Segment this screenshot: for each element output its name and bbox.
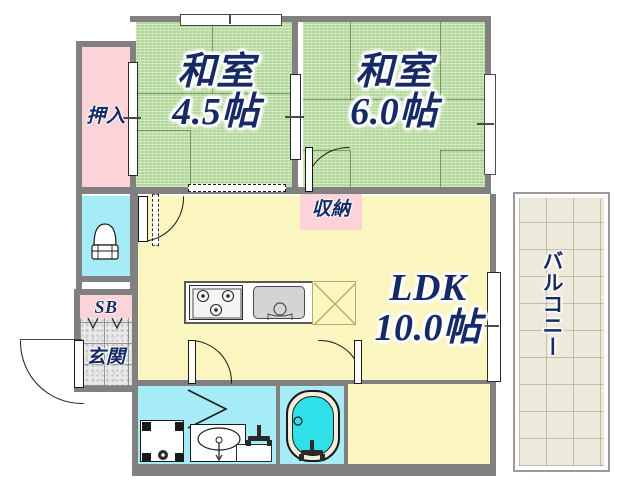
washroom-door-leaf[interactable]	[188, 340, 196, 384]
wall-bath-east	[344, 380, 348, 464]
label-genkan: 玄関	[86, 347, 126, 368]
wall-genkan-south	[74, 386, 138, 392]
window-north-washitsu-4-5[interactable]	[180, 14, 282, 26]
wall-toilet-top	[76, 187, 136, 194]
wall-west-outer	[76, 41, 82, 289]
room-ldk-lower	[345, 382, 490, 470]
balcony-sliding-door[interactable]	[487, 272, 501, 382]
label-shoe-box: SB	[94, 297, 118, 317]
shower-faucet	[246, 425, 272, 446]
wall-ldk-west	[132, 194, 138, 294]
window-mark	[477, 123, 493, 125]
wall-ldk-south-left	[132, 380, 347, 386]
oshiire-sliding-door[interactable]	[128, 62, 138, 176]
ldk-washitsu-door-leaf[interactable]	[354, 340, 362, 384]
refrigerator-space	[312, 281, 357, 326]
bathtub-faucet	[299, 440, 325, 461]
fusuma-mark	[285, 116, 304, 118]
tatami-seam	[303, 150, 350, 151]
tatami-seam	[350, 150, 351, 187]
room-washitsu-4-5	[136, 22, 292, 187]
slider-mark	[479, 325, 499, 327]
label-oshiire: 押入	[86, 106, 126, 127]
shoe-box-arrows	[87, 318, 123, 330]
label-washitsu-6-0-line1: 和室	[355, 51, 433, 93]
tatami-seam	[212, 22, 213, 94]
tatami-seam	[303, 99, 485, 100]
room-balcony	[519, 198, 604, 466]
kitchen-sink	[253, 286, 305, 320]
wall-genkan-north	[74, 289, 138, 295]
window-east-washitsu-6-0[interactable]	[484, 74, 496, 175]
label-balcony: バルコニー	[540, 250, 564, 358]
toilet-door-leaf[interactable]	[138, 196, 148, 242]
entrance-door[interactable]	[20, 340, 84, 404]
label-washitsu-4-5-line2: 4.5帖	[172, 91, 260, 133]
label-washitsu-6-0: 和室 6.0帖	[328, 52, 460, 132]
tatami-seam	[136, 130, 190, 131]
fusuma-washitsu-ldk[interactable]	[188, 184, 286, 192]
room-shoe-box	[80, 295, 132, 318]
tatami-seam	[440, 22, 441, 100]
label-washitsu-6-0-line2: 6.0帖	[350, 91, 438, 133]
tatami-seam	[190, 130, 191, 187]
bath-folding-door[interactable]	[186, 388, 230, 432]
wall-bath-south	[132, 464, 496, 476]
label-ldk-line1: LDK	[389, 267, 467, 309]
label-washitsu-4-5-line1: 和室	[177, 51, 255, 93]
washer-pan	[140, 420, 184, 462]
wall-bath-west	[132, 380, 138, 476]
wall-genkan-east	[132, 289, 138, 392]
tatami-seam	[350, 22, 351, 100]
toilet-bowl	[89, 218, 121, 268]
wall-bath-divider	[276, 386, 280, 464]
entrance-door-head	[20, 339, 82, 341]
label-ldk-line2: 10.0帖	[374, 307, 482, 349]
entrance-door-leaf[interactable]	[74, 340, 84, 388]
tatami-seam	[440, 150, 485, 151]
label-ldk: LDK 10.0帖	[360, 268, 496, 348]
tatami-seam	[136, 93, 292, 94]
window-mullion	[229, 14, 231, 24]
label-shuno: 収納	[311, 199, 351, 220]
room-genkan	[80, 318, 132, 386]
oshiire-slider-mark	[123, 117, 141, 119]
room-washitsu-6-0	[303, 22, 485, 187]
wall-toilet-south	[76, 276, 136, 282]
bathroom-shower-area	[236, 444, 272, 462]
label-washitsu-4-5: 和室 4.5帖	[152, 52, 280, 132]
room-oshiire	[82, 47, 130, 187]
balcony-outline	[513, 192, 610, 472]
gas-stove	[189, 285, 243, 320]
wall-north	[130, 16, 491, 22]
tatami-seam	[440, 150, 441, 187]
room-shuno	[300, 192, 362, 230]
wall-ldk-lower-north	[344, 380, 496, 384]
shuno-door-leaf[interactable]	[305, 147, 313, 192]
wall-oshiire-top	[76, 41, 136, 47]
